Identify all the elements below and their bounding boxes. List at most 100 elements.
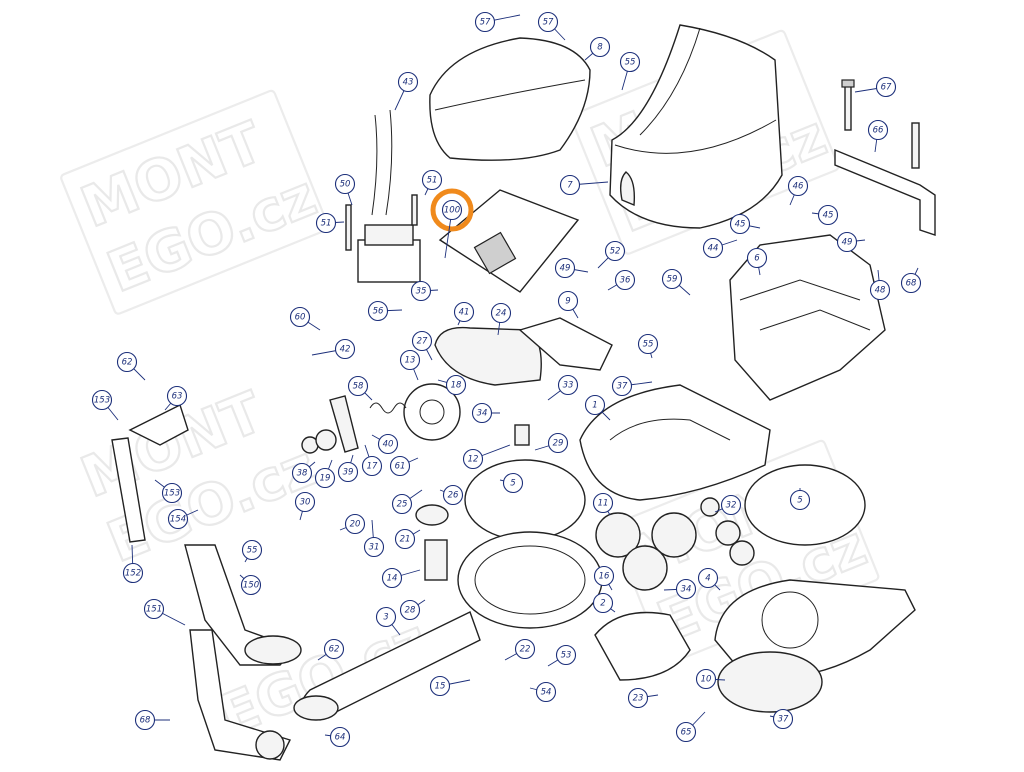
callout-50: 50 — [334, 173, 356, 206]
callout-label: 153 — [164, 489, 180, 499]
gear-part — [403, 383, 461, 441]
callout-bubble — [746, 247, 768, 269]
callout-28: 28 — [399, 599, 426, 621]
callout-bubble — [445, 374, 467, 396]
callout-60: 60 — [289, 306, 321, 331]
callout-label: 12 — [468, 455, 479, 465]
callout-bubble — [453, 301, 475, 323]
callout-26: 26 — [439, 484, 464, 506]
callout-label: 49 — [560, 264, 571, 274]
callout-30: 30 — [294, 491, 316, 521]
callout-153: 153 — [91, 389, 119, 421]
callout-bubble — [134, 709, 156, 731]
callout-bubble — [537, 11, 559, 33]
callout-49: 49 — [554, 257, 589, 279]
callout-15: 15 — [429, 675, 471, 697]
callout-39: 39 — [337, 454, 359, 483]
callout-46: 46 — [787, 175, 809, 206]
callout-2: 2 — [592, 592, 616, 614]
callout-bubble — [334, 173, 356, 195]
callout-label: 4 — [705, 574, 710, 584]
callout-bubble — [337, 461, 359, 483]
callout-bubble — [367, 300, 389, 322]
callout-153: 153 — [154, 479, 183, 504]
parts — [111, 24, 936, 761]
callout-bubble — [619, 51, 641, 73]
callout-label: 18 — [451, 381, 462, 391]
lower-arm-part — [189, 629, 291, 761]
callout-label: 8 — [597, 43, 603, 53]
transformer-part — [357, 239, 421, 283]
callout-label: 52 — [610, 247, 621, 257]
callout-label: 21 — [400, 535, 411, 545]
callout-bubble — [702, 237, 724, 259]
callout-bubble — [502, 472, 524, 494]
callout-label: 48 — [875, 286, 886, 296]
callout-label: 152 — [125, 569, 141, 579]
callout-label: 67 — [881, 83, 892, 93]
callout-1: 1 — [584, 394, 611, 421]
callout-bubble — [559, 174, 581, 196]
callout-49: 49 — [836, 231, 866, 253]
callout-bubble — [161, 482, 183, 504]
callout-bubble — [675, 721, 697, 743]
callout-55: 55 — [619, 51, 641, 91]
callout-67: 67 — [854, 76, 897, 98]
callout-22: 22 — [504, 638, 536, 661]
callout-label: 55 — [625, 58, 636, 68]
callout-label: 44 — [708, 244, 719, 254]
callout-label: 7 — [567, 181, 573, 191]
callout-label: 41 — [459, 308, 470, 318]
housing-part — [609, 24, 783, 229]
callout-10: 10 — [695, 668, 726, 690]
callout-bubble — [661, 268, 683, 290]
control-board-part — [438, 189, 580, 293]
callout-bubble — [490, 302, 512, 324]
callout-label: 16 — [599, 572, 610, 582]
callout-11: 11 — [592, 492, 614, 516]
callout-bubble — [772, 708, 794, 730]
callout-bubble — [589, 36, 611, 58]
callout-63: 63 — [164, 385, 188, 411]
callout-bubble — [471, 402, 493, 424]
callout-bubble — [817, 204, 839, 226]
callout-bubble — [869, 279, 891, 301]
callout-5: 5 — [789, 488, 811, 511]
callout-12: 12 — [462, 444, 511, 470]
callout-label: 38 — [297, 469, 308, 479]
callout-33: 33 — [547, 374, 579, 401]
callout-bubble — [555, 644, 577, 666]
callout-label: 68 — [906, 279, 917, 289]
callout-32: 32 — [714, 494, 742, 516]
callout-label: 45 — [735, 220, 746, 230]
callout-bubble — [323, 638, 345, 660]
callout-label: 37 — [617, 382, 628, 392]
callout-bubble — [410, 280, 432, 302]
callout-label: 26 — [448, 491, 459, 501]
callout-7: 7 — [559, 174, 609, 196]
callout-bubble — [375, 606, 397, 628]
callout-36: 36 — [607, 269, 636, 291]
callout-65: 65 — [675, 711, 706, 743]
callout-45: 45 — [729, 213, 761, 235]
callout-bubble — [441, 199, 463, 221]
callout-17: 17 — [361, 444, 383, 477]
callout-bubble — [611, 375, 633, 397]
callout-19: 19 — [314, 459, 336, 489]
callout-bubble — [411, 330, 433, 352]
callout-37: 37 — [611, 375, 653, 397]
callout-bubble — [514, 638, 536, 660]
callout-bubble — [593, 565, 615, 587]
callout-27: 27 — [411, 330, 433, 361]
callout-bubble — [334, 338, 356, 360]
callout-bubble — [637, 333, 659, 355]
callout-bubble — [695, 668, 717, 690]
callout-bubble — [592, 492, 614, 514]
callout-bubble — [315, 212, 337, 234]
callout-label: 29 — [553, 439, 564, 449]
callout-label: 22 — [520, 645, 531, 655]
callout-6: 6 — [746, 247, 768, 276]
callout-label: 153 — [94, 396, 110, 406]
callout-bubble — [122, 562, 144, 584]
